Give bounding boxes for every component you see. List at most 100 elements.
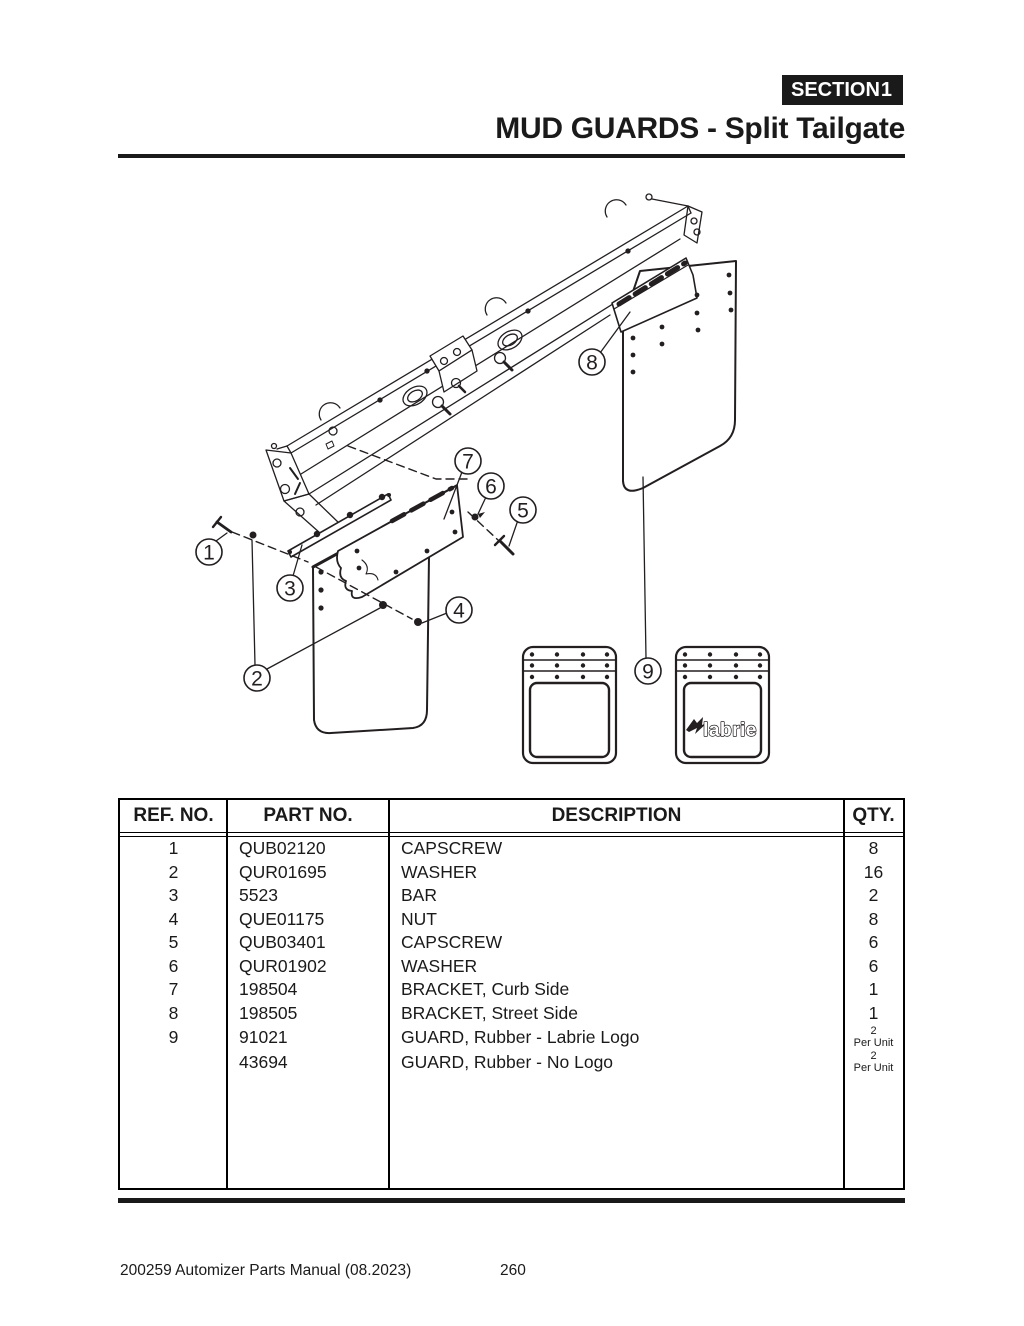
guard-no-logo	[521, 645, 618, 765]
cell-description: GUARD, Rubber - Labrie Logo	[401, 1027, 640, 1047]
callout-8: 8	[578, 348, 606, 376]
cell-description: CAPSCREW	[401, 838, 503, 859]
cell-part-no: 198504	[239, 979, 298, 1000]
cell-description: BRACKET, Street Side	[401, 1002, 579, 1023]
labrie-logo-text: labrie	[703, 719, 757, 741]
cell-ref-no: 6	[168, 955, 179, 976]
cell-qty: 8	[868, 908, 879, 929]
section-number: 1	[880, 78, 892, 101]
table-row: 8 198505 BRACKET, Street Side 1	[120, 1002, 903, 1026]
callout-2: 2	[243, 664, 271, 692]
cell-qty: 8	[868, 838, 879, 859]
cell-part-no: QUR01902	[239, 955, 327, 976]
tailgate-beam	[265, 193, 703, 534]
mounting-bar	[287, 493, 392, 558]
column-divider	[388, 800, 390, 1188]
svg-text:3: 3	[284, 578, 296, 601]
cell-part-no: 91021	[239, 1027, 288, 1047]
cell-part-no: QUE01175	[239, 908, 325, 929]
column-divider	[843, 800, 845, 1188]
footer-page-number: 260	[500, 1262, 526, 1279]
cell-qty: 6	[868, 955, 879, 976]
page-title: MUD GUARDS - Split Tailgate	[495, 112, 905, 145]
svg-text:1: 1	[203, 542, 215, 565]
cell-qty: 2	[868, 885, 879, 906]
callout-3: 3	[276, 574, 304, 602]
cell-ref-no: 7	[168, 979, 179, 1000]
cell-part-no: 198505	[239, 1002, 298, 1023]
column-divider	[226, 800, 228, 1188]
cell-qty: 1	[868, 1002, 879, 1023]
nut-4	[414, 618, 422, 626]
table-row: 6 QUR01902 WASHER 6	[120, 955, 903, 979]
svg-text:5: 5	[517, 500, 529, 523]
qty-line: 2	[870, 1050, 877, 1062]
cell-description: WASHER	[401, 861, 478, 882]
cell-ref-no: 8	[168, 1002, 179, 1023]
svg-text:7: 7	[462, 451, 474, 474]
table-row: 2 QUR01695 WASHER 16	[120, 861, 903, 885]
callout-7: 7	[454, 447, 482, 475]
header-part-no: PART NO.	[263, 805, 353, 826]
cell-description: GUARD, Rubber - No Logo	[401, 1052, 614, 1072]
cell-description: BAR	[401, 885, 437, 906]
washer-6	[471, 513, 479, 521]
header-ref-no: REF. NO.	[133, 805, 214, 826]
callouts: 1 2 3 4 5 6 7 8 9	[195, 348, 662, 692]
svg-text:6: 6	[485, 476, 497, 499]
cell-part-no: QUB02120	[239, 838, 326, 859]
callout-4: 4	[445, 596, 473, 624]
leader-lines	[215, 311, 647, 670]
table-row: 3 5523 BAR 2	[120, 884, 903, 908]
cell-qty: 16	[863, 861, 884, 882]
callout-5: 5	[509, 496, 537, 524]
callout-1: 1	[195, 538, 223, 566]
cell-part-no: 5523	[239, 885, 278, 906]
cell-ref-no: 1	[168, 838, 179, 859]
header-qty: QTY.	[852, 805, 895, 826]
washer-2	[249, 531, 257, 539]
cell-ref-no: 9	[168, 1027, 179, 1047]
header-double-rule	[120, 832, 903, 837]
labrie-logo: labrie	[686, 717, 757, 742]
bracket-curb-side	[336, 484, 464, 600]
svg-text:8: 8	[586, 352, 598, 375]
cell-description: BRACKET, Curb Side	[401, 979, 570, 1000]
table-header-row: REF. NO. PART NO. DESCRIPTION QTY.	[120, 800, 903, 832]
cell-part-no: QUR01695	[239, 861, 327, 882]
parts-table: REF. NO. PART NO. DESCRIPTION QTY. 1 QUB0…	[118, 798, 905, 1190]
cell-description: WASHER	[401, 955, 478, 976]
capscrew-1	[215, 520, 233, 534]
cell-description: CAPSCREW	[401, 932, 503, 953]
title-rule	[118, 154, 905, 158]
cell-qty: 1	[868, 979, 879, 1000]
cell-qty: 6	[868, 932, 879, 953]
header-description: DESCRIPTION	[551, 805, 682, 826]
table-row: 4 QUE01175 NUT 8	[120, 908, 903, 932]
qty-line: Per Unit	[853, 1061, 894, 1074]
callout-9: 9	[634, 657, 662, 685]
qty-line: Per Unit	[853, 1036, 894, 1049]
cell-description: NUT	[401, 908, 437, 929]
cell-part-no: 43694	[239, 1052, 288, 1072]
cell-ref-no: 4	[168, 908, 179, 929]
section-label: SECTION	[791, 78, 880, 101]
assembly-axes	[231, 445, 499, 620]
guard-labrie-logo: labrie	[674, 645, 771, 765]
exploded-view-diagram: labrie 1 2 3 4 5 6 7 8 9	[195, 193, 771, 765]
footer-manual-title: 200259 Automizer Parts Manual (08.2023)	[120, 1262, 412, 1279]
labrie-leaf-icon	[686, 717, 708, 734]
callout-6: 6	[477, 472, 505, 500]
street-side-flap	[611, 257, 737, 492]
cell-ref-no: 3	[168, 885, 179, 906]
svg-text:4: 4	[453, 600, 465, 623]
qty-line: 2	[870, 1025, 877, 1037]
cell-ref-no: 2	[168, 861, 179, 882]
capscrew-5	[498, 539, 515, 556]
svg-text:2: 2	[251, 668, 263, 691]
svg-text:9: 9	[642, 661, 654, 684]
